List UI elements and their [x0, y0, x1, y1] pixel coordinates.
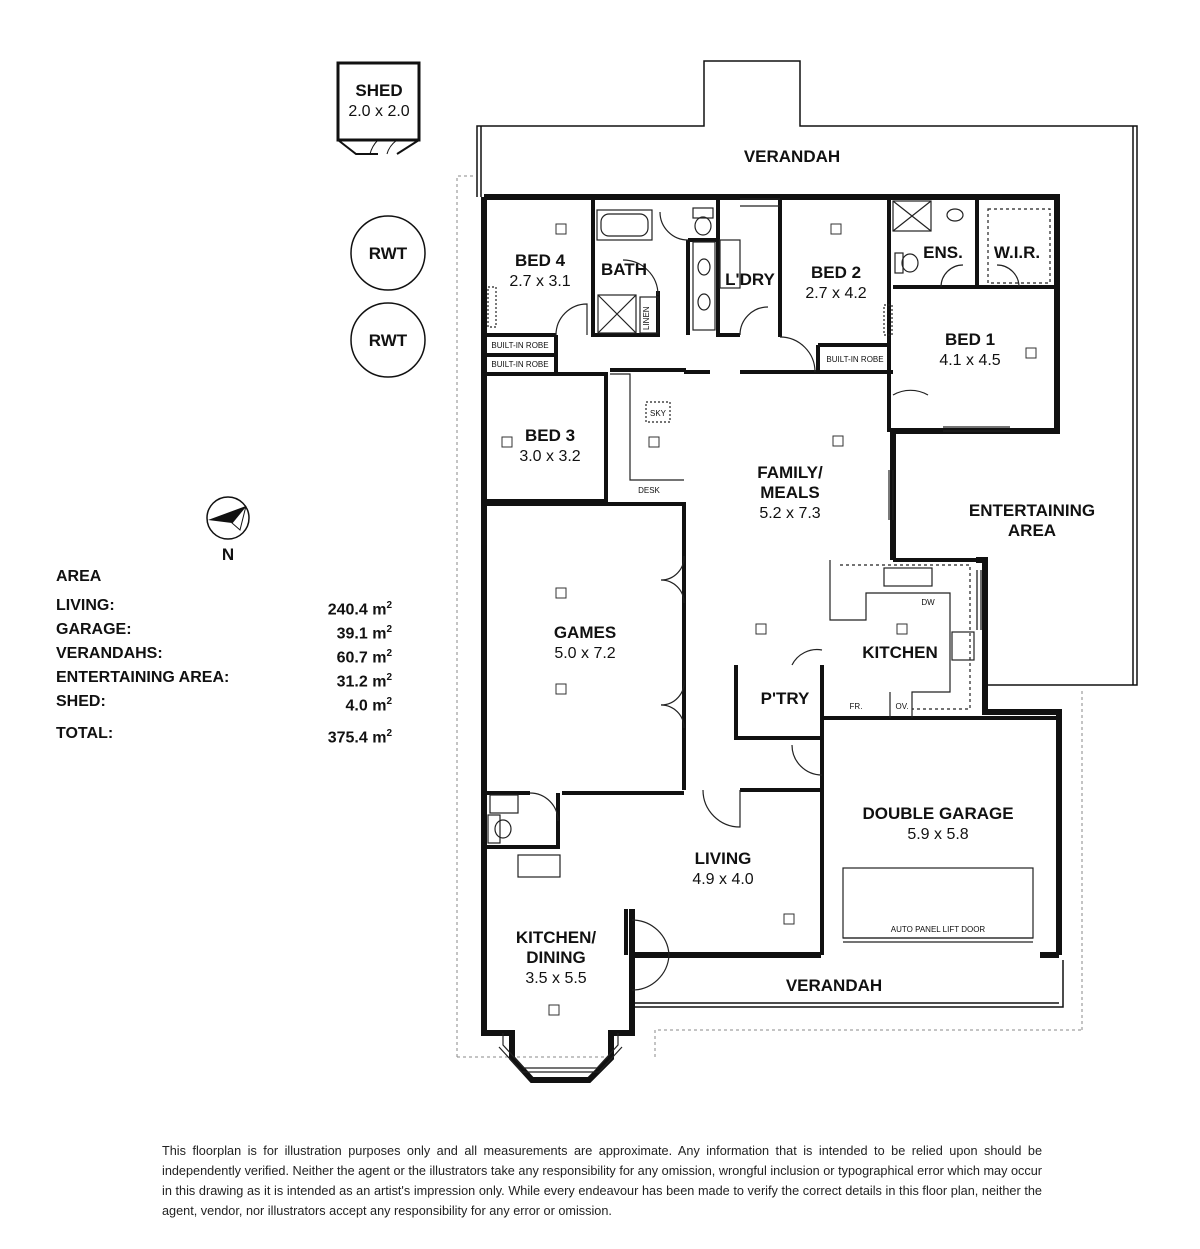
shed-label: SHED	[355, 81, 402, 100]
bed4-label: BED 4	[515, 251, 566, 270]
area-row-label: LIVING:	[56, 597, 115, 614]
verandah-bottom-label: VERANDAH	[786, 976, 882, 995]
entertaining-label-line1: ENTERTAINING	[969, 501, 1095, 520]
bed4-dims: 2.7 x 3.1	[509, 273, 570, 290]
area-row-verandahs: VERANDAHS: 60.7 m2	[56, 642, 392, 666]
area-row-label: ENTERTAINING AREA:	[56, 669, 230, 686]
shed-dims: 2.0 x 2.0	[348, 103, 409, 120]
rainwater-tank-1: RWT	[350, 215, 426, 291]
dishwasher-label: DW	[921, 598, 935, 607]
area-row-value: 240.4 m2	[327, 600, 392, 619]
garage-dims: 5.9 x 5.8	[907, 826, 968, 843]
area-total-label: TOTAL:	[56, 725, 114, 742]
top-verandah: VERANDAH	[476, 60, 1138, 686]
builtin-robe-bed2-label: BUILT-IN ROBE	[826, 355, 883, 364]
rwt-label-2: RWT	[369, 331, 408, 350]
garage-label: DOUBLE GARAGE	[862, 804, 1013, 823]
verandah-top-label: VERANDAH	[744, 147, 840, 166]
living-dims: 4.9 x 4.0	[692, 871, 753, 888]
area-row-value: 39.1 m2	[336, 624, 392, 643]
compass-north-label: N	[222, 545, 234, 564]
rwt-label-1: RWT	[369, 244, 408, 263]
area-row-label: GARAGE:	[56, 621, 132, 638]
area-summary: AREA LIVING: 240.4 m2 GARAGE: 39.1 m2 VE…	[56, 568, 392, 746]
bed3-label: BED 3	[525, 426, 575, 445]
bed1-label: BED 1	[945, 330, 995, 349]
kitchen-dining-label-line1: KITCHEN/	[516, 928, 597, 947]
area-row-living: LIVING: 240.4 m2	[56, 594, 392, 618]
living-label: LIVING	[695, 849, 752, 868]
area-title: AREA	[56, 568, 102, 585]
bed2-label: BED 2	[811, 263, 861, 282]
builtin-robe-bed3-label: BUILT-IN ROBE	[491, 360, 548, 369]
oven-label: OV.	[895, 702, 908, 711]
area-total-value: 375.4 m2	[327, 728, 392, 747]
area-row-label: SHED:	[56, 693, 106, 710]
wir-label: W.I.R.	[994, 243, 1040, 262]
linen-label: LINEN	[642, 306, 651, 330]
area-row-value: 60.7 m2	[336, 648, 392, 667]
games-label: GAMES	[554, 623, 616, 642]
area-row-value: 4.0 m2	[345, 696, 392, 715]
family-dims: 5.2 x 7.3	[759, 505, 820, 522]
doors	[529, 198, 1020, 991]
compass: N	[206, 496, 250, 564]
games-dims: 5.0 x 7.2	[554, 645, 615, 662]
rainwater-tank-2: RWT	[350, 302, 426, 378]
entertaining-label-line2: AREA	[1008, 521, 1056, 540]
kitchen-dining-dims: 3.5 x 5.5	[525, 970, 586, 987]
fridge-label: FR.	[850, 702, 863, 711]
family-label-line2: MEALS	[760, 483, 820, 502]
area-row-total: TOTAL: 375.4 m2	[56, 722, 392, 746]
fixtures	[487, 200, 1051, 1073]
area-row-shed: SHED: 4.0 m2	[56, 690, 392, 714]
area-row-garage: GARAGE: 39.1 m2	[56, 618, 392, 642]
bed2-dims: 2.7 x 4.2	[805, 285, 866, 302]
builtin-robe-bed4-label: BUILT-IN ROBE	[491, 341, 548, 350]
area-row-entertaining: ENTERTAINING AREA: 31.2 m2	[56, 666, 392, 690]
pantry-label: P'TRY	[761, 689, 810, 708]
bath-label: BATH	[601, 260, 647, 279]
disclaimer-text: This floorplan is for illustration purpo…	[162, 1144, 1042, 1218]
garage-door-label: AUTO PANEL LIFT DOOR	[891, 925, 986, 934]
desk-label: DESK	[638, 486, 660, 495]
windows	[481, 194, 1060, 1000]
family-label-line1: FAMILY/	[757, 463, 823, 482]
ensuite-label: ENS.	[923, 243, 963, 262]
interior-walls	[482, 197, 1059, 1033]
laundry-label: L'DRY	[725, 270, 775, 289]
eaves-outline	[456, 175, 1138, 1058]
bottom-verandah: VERANDAH	[632, 960, 1064, 1008]
bed1-dims: 4.1 x 4.5	[939, 352, 1000, 369]
light-fittings	[501, 223, 1037, 1016]
kitchen-label: KITCHEN	[862, 643, 938, 662]
kitchen-dining-label-line2: DINING	[526, 948, 586, 967]
skylight-label: SKY	[650, 409, 667, 418]
area-row-value: 31.2 m2	[336, 672, 392, 691]
shed: SHED 2.0 x 2.0	[336, 61, 421, 155]
bed3-dims: 3.0 x 3.2	[519, 448, 580, 465]
area-row-label: VERANDAHS:	[56, 645, 163, 662]
